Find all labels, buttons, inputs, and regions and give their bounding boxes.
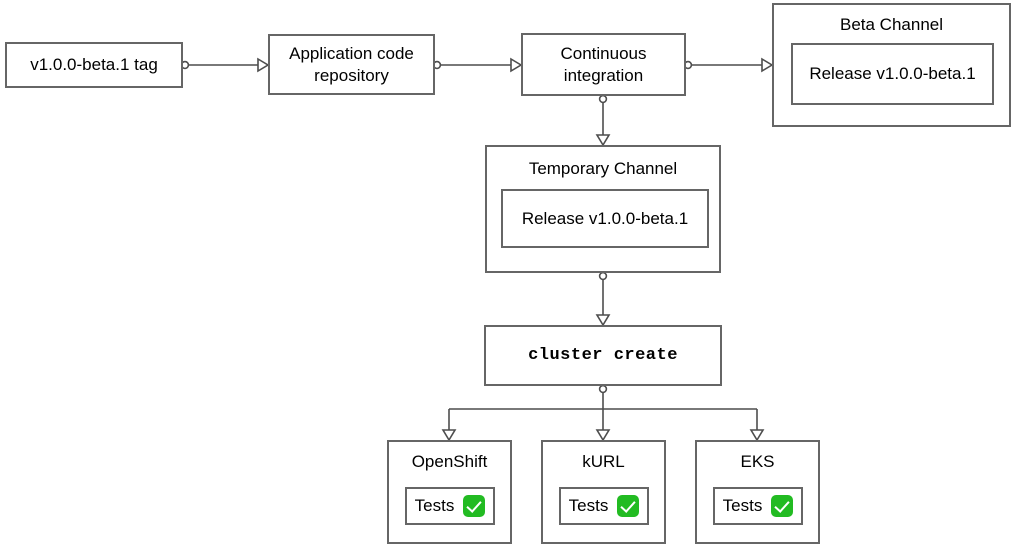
edge-ci-to-beta-channel	[683, 57, 774, 73]
node-application-code-repository[interactable]: Application code repository	[268, 34, 435, 95]
eks-tests-box[interactable]: Tests	[713, 487, 803, 525]
beta-channel-release-label: Release v1.0.0-beta.1	[809, 64, 976, 83]
repo-line-1: Application code	[289, 44, 414, 64]
node-continuous-integration-label: Continuous integration	[560, 43, 646, 86]
kurl-tests-box[interactable]: Tests	[559, 487, 649, 525]
node-cluster-create[interactable]: cluster create	[484, 325, 722, 386]
temporary-channel-title: Temporary Channel	[528, 159, 678, 178]
node-temporary-channel[interactable]: Temporary Channel Release v1.0.0-beta.1	[485, 145, 721, 273]
kurl-tests-label: Tests	[568, 496, 609, 515]
edge-ci-to-temporary-channel	[595, 94, 611, 147]
temporary-channel-release-box[interactable]: Release v1.0.0-beta.1	[501, 189, 709, 248]
beta-channel-title: Beta Channel	[839, 15, 944, 34]
ci-line-2: integration	[563, 65, 644, 85]
green-check-icon	[617, 495, 640, 517]
node-version-tag[interactable]: v1.0.0-beta.1 tag	[5, 42, 183, 88]
green-check-icon	[463, 495, 486, 517]
node-cluster-create-label: cluster create	[528, 345, 678, 365]
edge-temporary-channel-to-cluster-create	[595, 271, 611, 327]
node-openshift[interactable]: OpenShift Tests	[387, 440, 512, 544]
node-continuous-integration[interactable]: Continuous integration	[521, 33, 686, 96]
openshift-tests-label: Tests	[414, 496, 455, 515]
node-version-tag-label: v1.0.0-beta.1 tag	[30, 55, 158, 75]
node-eks[interactable]: EKS Tests	[695, 440, 820, 544]
kurl-title: kURL	[582, 452, 625, 471]
green-check-icon	[771, 495, 794, 517]
eks-tests-label: Tests	[722, 496, 763, 515]
eks-title: EKS	[740, 452, 775, 471]
repo-line-2: repository	[314, 65, 389, 85]
openshift-tests-box[interactable]: Tests	[405, 487, 495, 525]
edge-tag-to-repo	[180, 57, 270, 73]
openshift-title: OpenShift	[411, 452, 488, 471]
edge-cluster-create-branch	[441, 384, 765, 442]
beta-channel-release-box[interactable]: Release v1.0.0-beta.1	[791, 43, 994, 105]
node-application-code-repository-label: Application code repository	[289, 43, 414, 86]
edge-repo-to-ci	[432, 57, 523, 73]
node-kurl[interactable]: kURL Tests	[541, 440, 666, 544]
temporary-channel-release-label: Release v1.0.0-beta.1	[521, 208, 689, 228]
ci-line-1: Continuous	[560, 44, 647, 64]
node-beta-channel[interactable]: Beta Channel Release v1.0.0-beta.1	[772, 3, 1011, 127]
